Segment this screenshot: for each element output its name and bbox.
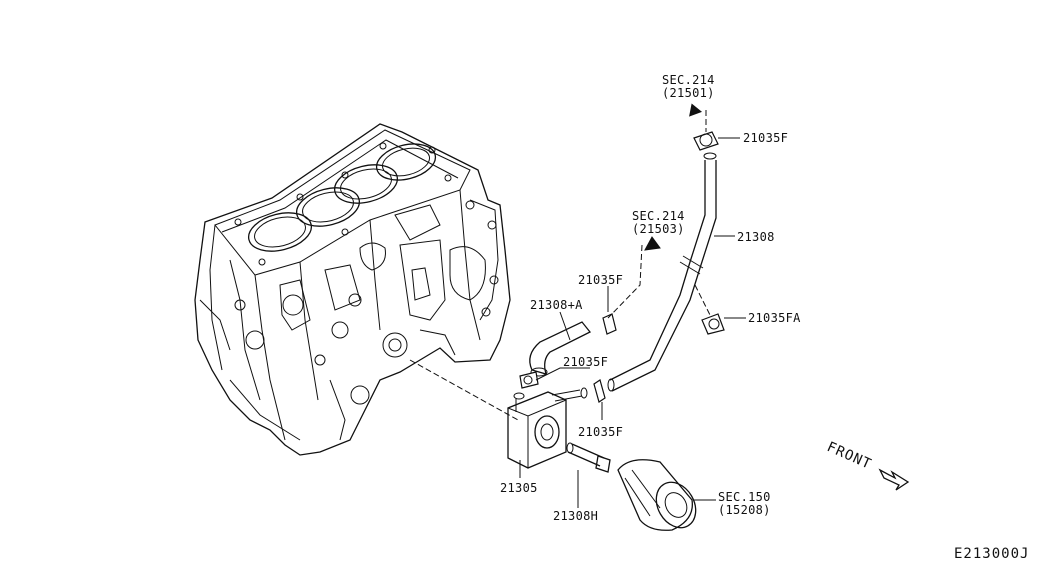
front-arrow-icon xyxy=(878,468,910,491)
arrow-up-right-icon xyxy=(644,236,661,251)
arrow-up-icon xyxy=(689,103,703,117)
engine-block xyxy=(194,123,511,456)
connector-21308h xyxy=(566,442,611,473)
callout-connector: 21308H xyxy=(553,509,598,523)
oil-cooler-21305 xyxy=(507,387,588,469)
callout-clamp-mid: 21035F xyxy=(578,273,623,287)
sec-214-21501-ref: SEC.214 xyxy=(662,73,715,87)
diagram-id: E213000J xyxy=(954,546,1029,562)
hose-21308 xyxy=(607,152,717,392)
callout-clamp-top: 21035F xyxy=(743,131,788,145)
callout-oil-cooler: 21305 xyxy=(500,481,538,495)
clamp-top xyxy=(693,110,719,151)
hose-21308-a xyxy=(529,321,592,377)
callout-clamp-left: 21035F xyxy=(563,355,608,369)
clamp-mid xyxy=(602,244,643,335)
sec-150-ref: SEC.150 xyxy=(718,490,771,504)
callout-hose-a: 21308+A xyxy=(530,298,583,312)
sec-214-21503-ref: SEC.214 xyxy=(632,209,685,223)
sec-214-21503-part: (21503) xyxy=(632,222,685,236)
sec-150-part: (15208) xyxy=(718,503,771,517)
callout-hose-upper: 21308 xyxy=(737,230,775,244)
callout-clamp-bottom: 21035F xyxy=(578,425,623,439)
oil-filter xyxy=(617,459,697,531)
block-to-cooler-dashed-line xyxy=(409,359,519,421)
clamp-bottom xyxy=(593,379,606,403)
clamp-fa xyxy=(694,284,725,335)
callout-clamp-fa: 21035FA xyxy=(748,311,801,325)
leader-lines xyxy=(519,137,746,508)
sec-214-21501-part: (21501) xyxy=(662,86,715,100)
front-label: FRONT xyxy=(824,439,874,473)
clamp-left xyxy=(519,371,539,389)
